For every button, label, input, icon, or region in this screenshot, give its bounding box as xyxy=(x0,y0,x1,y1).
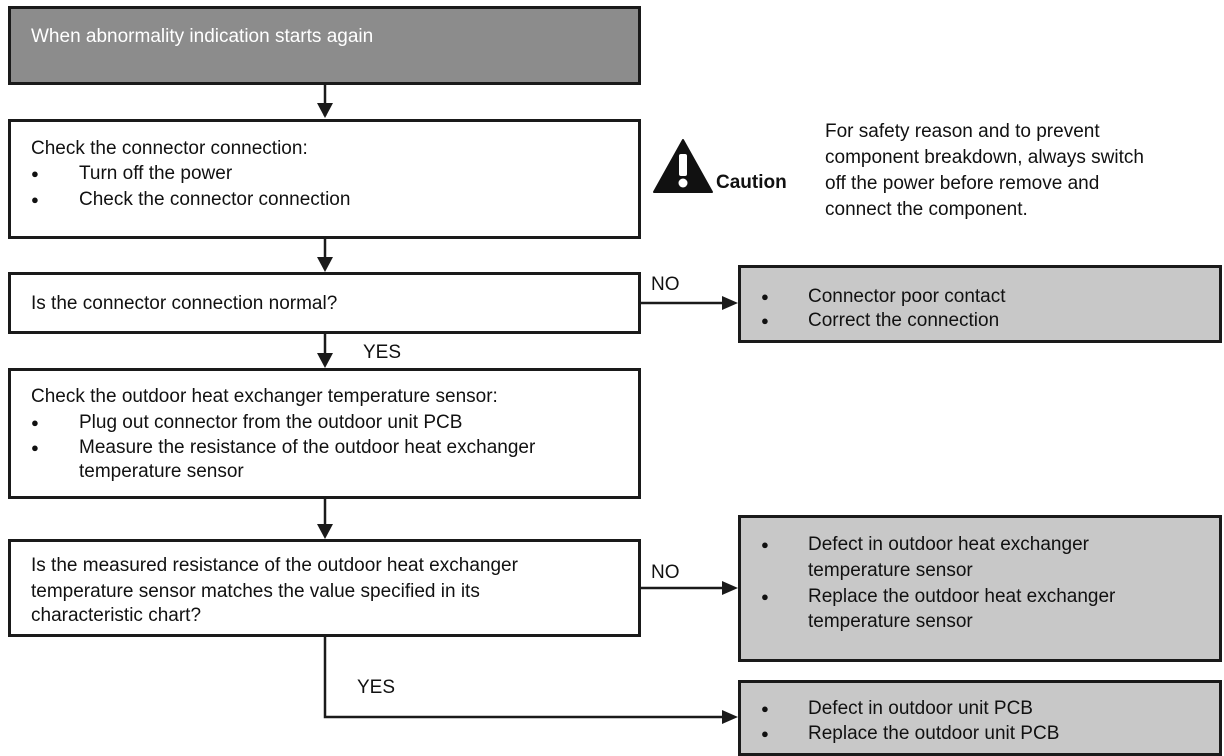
step2-heading: Check the outdoor heat exchanger tempera… xyxy=(31,386,498,407)
q2-no-label: NO xyxy=(651,562,680,583)
bullet: ● xyxy=(31,440,39,455)
q2-box: Is the measured resistance of the outdoo… xyxy=(8,539,641,637)
bullet: ● xyxy=(31,192,39,207)
arrowhead-down xyxy=(317,103,333,118)
q2-yes-label: YES xyxy=(357,677,396,698)
q2-line-2: temperature sensor matches the value spe… xyxy=(31,581,480,602)
step1-box: Check the connector connection: ● Turn o… xyxy=(8,119,641,239)
bullet: ● xyxy=(31,415,39,430)
arrowhead-down xyxy=(317,257,333,272)
result2-line-2: temperature sensor xyxy=(808,560,973,581)
start-text: When abnormality indication starts again xyxy=(31,26,374,47)
q2-line-3: characteristic chart? xyxy=(31,605,202,626)
q1-text: Is the connector connection normal? xyxy=(31,293,338,314)
bullet: ● xyxy=(761,726,769,741)
step2-bullet-2: Measure the resistance of the outdoor he… xyxy=(79,437,536,458)
arrow-q2-yes xyxy=(323,636,730,719)
result3-box: ● Defect in outdoor unit PCB ● Replace t… xyxy=(738,680,1222,756)
result2-line-1: Defect in outdoor heat exchanger xyxy=(808,534,1089,555)
result3-bullet-1: Defect in outdoor unit PCB xyxy=(808,698,1033,719)
bullet: ● xyxy=(761,701,769,716)
arrowhead-right xyxy=(722,581,738,595)
bullet: ● xyxy=(761,589,769,604)
caution-line-3: off the power before remove and xyxy=(825,173,1100,194)
caution-label: Caution xyxy=(716,172,787,193)
start-box: When abnormality indication starts again xyxy=(8,6,641,85)
q1-yes-label: YES xyxy=(363,342,402,363)
step2-box: Check the outdoor heat exchanger tempera… xyxy=(8,368,641,499)
result2-box: ● Defect in outdoor heat exchanger tempe… xyxy=(738,515,1222,662)
result3-bullet-2: Replace the outdoor unit PCB xyxy=(808,723,1060,744)
q1-no-label: NO xyxy=(651,274,680,295)
warning-icon xyxy=(653,139,713,193)
arrowhead-down xyxy=(317,524,333,539)
result1-bullet-1: Connector poor contact xyxy=(808,286,1006,307)
arrowhead-right xyxy=(722,710,738,724)
caution-line-4: connect the component. xyxy=(825,199,1028,220)
arrowhead-down xyxy=(317,353,333,368)
step1-bullet-2: Check the connector connection xyxy=(79,189,351,210)
bullet: ● xyxy=(761,537,769,552)
bullet: ● xyxy=(761,313,769,328)
result1-bullet-2: Correct the connection xyxy=(808,310,1000,331)
step2-bullet-2-cont: temperature sensor xyxy=(79,461,244,482)
caution-line-1: For safety reason and to prevent xyxy=(825,121,1100,142)
step2-bullet-1: Plug out connector from the outdoor unit… xyxy=(79,412,463,433)
bullet: ● xyxy=(761,289,769,304)
result2-line-3: Replace the outdoor heat exchanger xyxy=(808,586,1116,607)
q1-box: Is the connector connection normal? xyxy=(8,272,641,334)
caution-line-2: component breakdown, always switch xyxy=(825,147,1144,168)
bullet: ● xyxy=(31,166,39,181)
result1-box: ● Connector poor contact ● Correct the c… xyxy=(738,265,1222,343)
arrowhead-right xyxy=(722,296,738,310)
q2-line-1: Is the measured resistance of the outdoo… xyxy=(31,555,518,576)
step1-heading: Check the connector connection: xyxy=(31,138,308,159)
step1-bullet-1: Turn off the power xyxy=(79,163,233,184)
caution-block: Caution For safety reason and to prevent… xyxy=(650,118,1224,228)
result2-line-4: temperature sensor xyxy=(808,611,973,632)
